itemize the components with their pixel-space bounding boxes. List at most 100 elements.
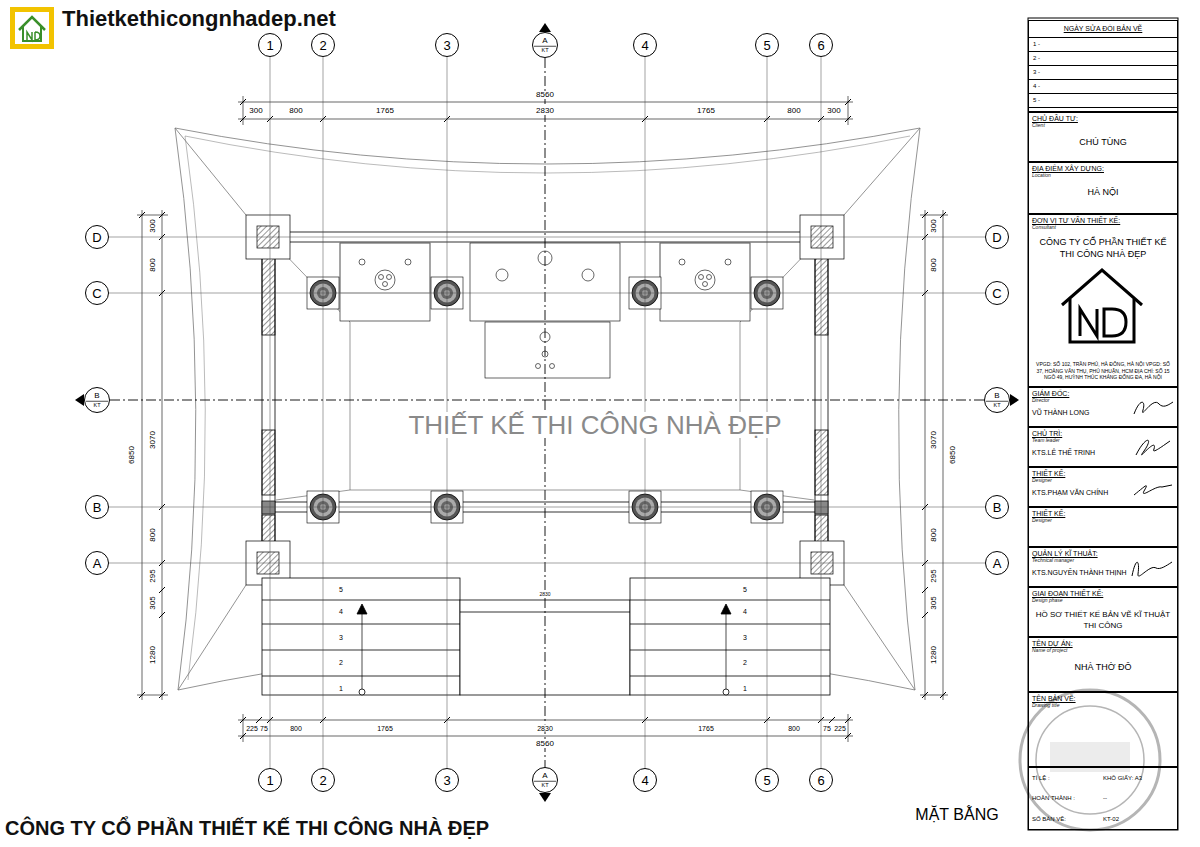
altars (359, 259, 365, 265)
altars (707, 275, 712, 280)
section-divider (86, 401, 108, 402)
dimension-text: 3070 (930, 430, 938, 450)
grid-axis-line (109, 237, 985, 238)
dimension-text: 2830 (536, 725, 554, 732)
title-block-text: THIẾT KẾ: (1032, 470, 1174, 478)
dimension-text: 1765 (696, 107, 716, 115)
title-block-text: KHỔ GIẤY: A3 (1103, 768, 1174, 788)
altars (695, 270, 715, 290)
title-block-text: TÊN DỰ ÁN: (1032, 640, 1174, 648)
dimension-text: 800 (289, 725, 303, 732)
axis-label: D (992, 231, 1001, 244)
altars (383, 282, 388, 287)
logo-icon (15, 12, 49, 44)
axis-label: 5 (763, 774, 770, 787)
dimension-lines (240, 99, 851, 739)
altars (536, 364, 541, 369)
company-footer: CÔNG TY CỔ PHẦN THIẾT KẾ THI CÔNG NHÀ ĐẸ… (5, 818, 489, 838)
axis-label: C (992, 287, 1001, 300)
title-block-text: Name of project (1032, 648, 1174, 654)
section-arrow (75, 394, 84, 406)
title-block-text: KTS.NGUYỄN THÀNH THỊNH (1032, 569, 1132, 577)
title-block-text: CHỦ TRÌ: (1032, 430, 1174, 438)
title-block-cell: TỈ LỆ :KHỔ GIẤY: A3HOÀN THÀNH :--SỐ BẢN … (1028, 767, 1178, 830)
company-logo (1080, 309, 1097, 336)
altars (660, 243, 750, 293)
altars (387, 275, 392, 280)
title-block-text: CHỦ ĐẦU TƯ: (1032, 115, 1174, 123)
title-block-cell: THIẾT KẾ:DesignerKTS.PHẠM VĂN CHÍNH (1028, 467, 1178, 507)
signatures (1132, 562, 1172, 576)
dimension-text: 8560 (535, 740, 555, 748)
axis-label: 3 (443, 39, 450, 52)
title-block-text: CHÚ TÙNG (1032, 137, 1174, 148)
section-marker: AKT (532, 32, 558, 58)
dimension-text: 305 (149, 595, 157, 610)
axis-label: KT (93, 403, 100, 409)
drawing-caption: MẶT BẰNG (915, 807, 998, 823)
step-number: 2 (743, 659, 747, 666)
axis-label: 6 (817, 774, 824, 787)
walls-and-beams (815, 240, 828, 570)
dimension-lines (137, 96, 948, 742)
section-divider (534, 46, 556, 47)
axis-label: 4 (641, 39, 648, 52)
title-block-text: Designer (1032, 478, 1174, 484)
title-block-text: VPGD: SỐ 102, TRẦN PHÚ, HÀ ĐÔNG, HÀ NỘI … (1033, 361, 1173, 381)
entrance-steps (630, 578, 830, 695)
title-block-text: Team leader (1032, 438, 1174, 444)
walls-and-beams (262, 430, 275, 495)
dimension-text: 2830 (538, 592, 551, 597)
roof-outline (175, 128, 196, 690)
grid-axis-line (821, 57, 822, 768)
title-block-text: ĐƠN VỊ TƯ VẤN THIẾT KẾ: (1032, 217, 1174, 225)
axis-label: KT (993, 403, 1000, 409)
altars (379, 275, 384, 280)
roof-outline (185, 136, 205, 680)
title-block-text: THIẾT KẾ: (1032, 510, 1174, 518)
section-marker: BKT (84, 387, 110, 413)
dimension-lines (243, 96, 848, 742)
title-block-cell: NGÀY SỬA ĐỔI BẢN VẼ1 -2 -3 -4 -5 - (1028, 20, 1178, 112)
site-name: Thietkethicongnhadep.net (62, 8, 336, 30)
logo-icon (10, 7, 54, 49)
signatures (1132, 402, 1173, 576)
axis-label: B (993, 501, 1002, 514)
dimension-text: 300 (930, 218, 938, 233)
dimension-text: 225 (245, 725, 259, 732)
section-cut-line (110, 400, 984, 401)
axis-label: 1 (266, 39, 273, 52)
grid-bubble: 5 (755, 768, 779, 792)
title-block-cell: GIAI ĐOẠN THIẾT KẾ:Design phaseHỒ SƠ THI… (1028, 587, 1178, 637)
step-number: 1 (339, 685, 343, 692)
title-block-text: 3 - (1029, 66, 1177, 80)
title-block-text: TỈ LỆ : (1032, 768, 1103, 788)
grid-bubble: B (985, 495, 1009, 519)
grid-bubble: 1 (258, 33, 282, 57)
grid-bubble: B (85, 495, 109, 519)
title-block-cell: GIÁM ĐỐC:DirectorVŨ THÀNH LONG (1028, 387, 1178, 427)
title-block-cell: QUẢN LÝ KĨ THUẬT:Technical managerKTS.NG… (1028, 547, 1178, 587)
entrance-steps (721, 604, 731, 614)
axis-label: D (92, 231, 101, 244)
altars (679, 259, 685, 265)
dimension-text: 8560 (535, 91, 555, 99)
altars (496, 269, 508, 281)
title-block-text: 4 - (1029, 80, 1177, 94)
step-number: 1 (743, 685, 747, 692)
altars (405, 259, 411, 265)
dimension-text: 305 (930, 595, 938, 610)
axis-label: B (994, 392, 999, 400)
grid-bubble: 4 (633, 768, 657, 792)
title-block-text: 2 - (1029, 52, 1177, 66)
title-block-cell: TÊN BẢN VẼ:Drawing title (1028, 692, 1178, 767)
axis-label: KT (541, 783, 548, 789)
axis-label: 1 (266, 774, 273, 787)
signatures (1134, 485, 1172, 495)
entrance-steps (359, 689, 365, 695)
step-number: 3 (339, 634, 343, 641)
title-block-text: Drawing title (1032, 703, 1174, 709)
grid-bubble: C (985, 281, 1009, 305)
title-block-text: CÔNG TY CỔ PHẦN THIẾT KẾ THI CÔNG NHÀ ĐẸ… (1032, 237, 1174, 260)
title-block-text: GIÁM ĐỐC: (1032, 390, 1174, 398)
